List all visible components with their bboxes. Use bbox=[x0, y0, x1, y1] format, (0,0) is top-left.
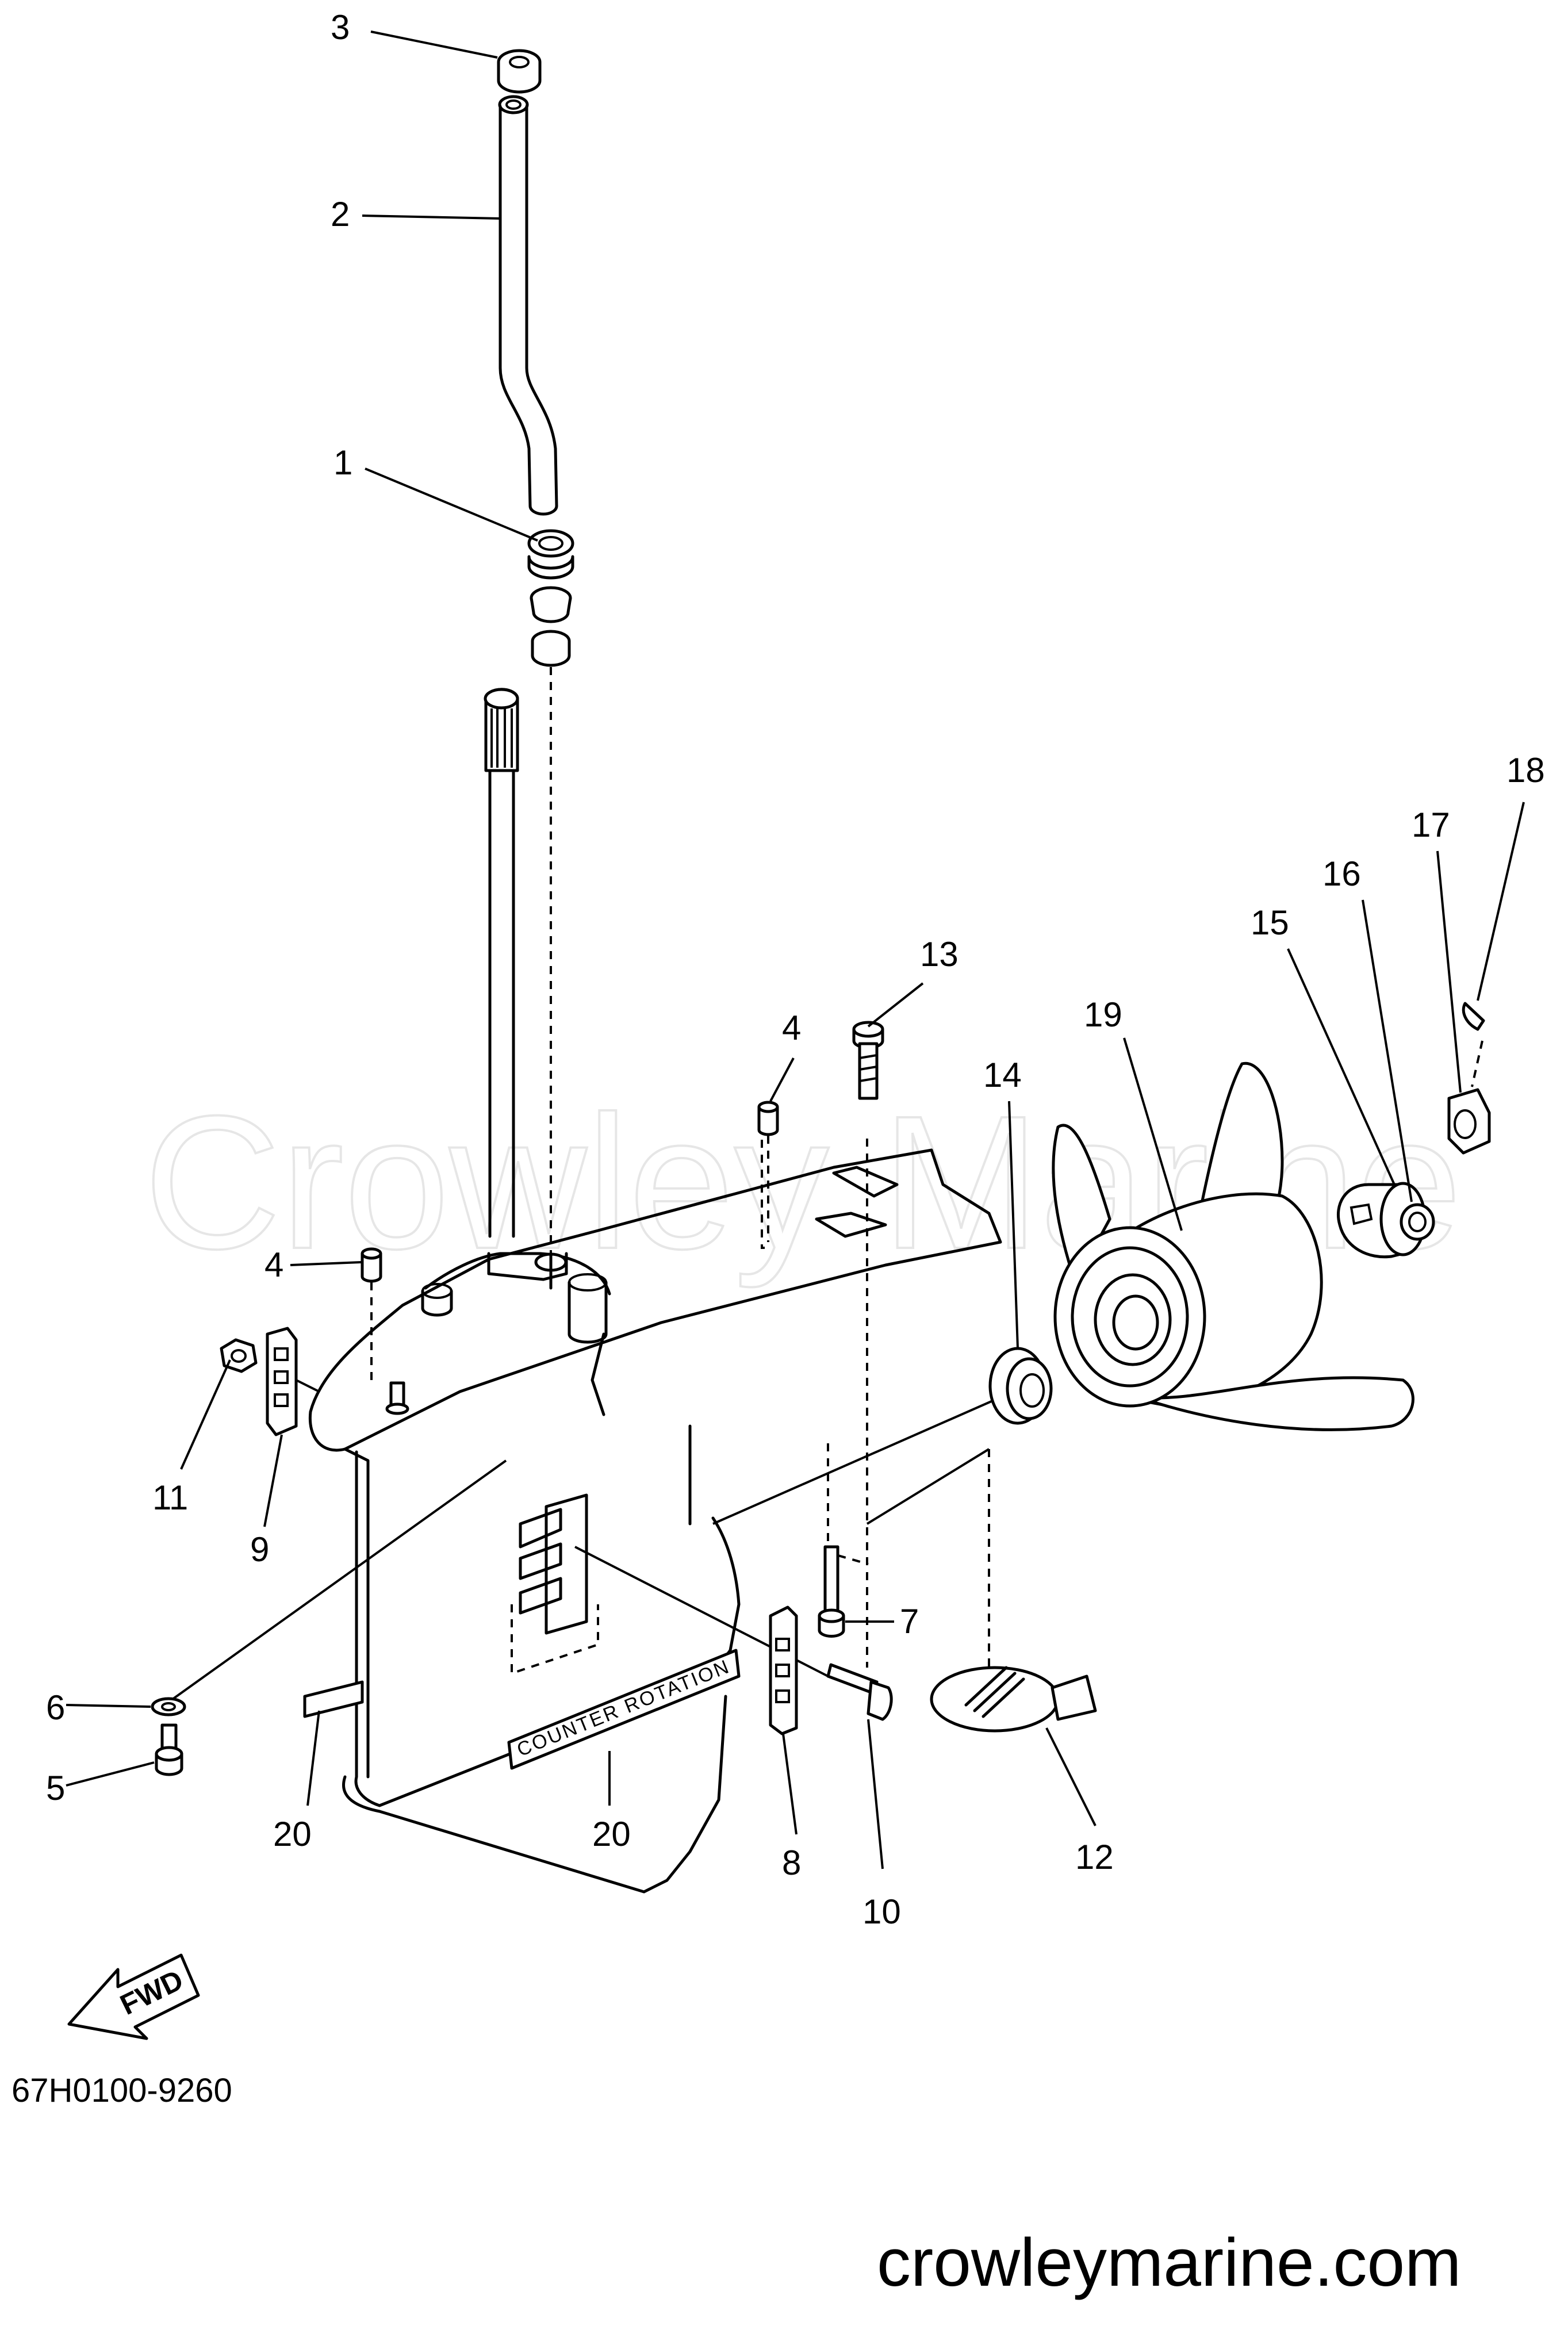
stud-bolt bbox=[385, 1381, 409, 1415]
washer-part-6[interactable] bbox=[151, 1697, 186, 1716]
callout-17: 17 bbox=[1412, 806, 1450, 844]
callout-18: 18 bbox=[1506, 751, 1545, 790]
callout-9: 9 bbox=[250, 1530, 269, 1569]
callout-13: 13 bbox=[920, 935, 959, 974]
trim-tab-part-12[interactable] bbox=[930, 1666, 1097, 1733]
callout-14: 14 bbox=[983, 1056, 1022, 1094]
cotter-pin-part-18[interactable] bbox=[1462, 1002, 1485, 1087]
grommet-part-3[interactable] bbox=[497, 49, 542, 94]
nut-part-11[interactable] bbox=[220, 1338, 258, 1373]
callout-4-right: 4 bbox=[782, 1009, 801, 1047]
screw-part-10[interactable] bbox=[826, 1663, 893, 1721]
dowel-pin-part-4-left[interactable] bbox=[361, 1247, 382, 1380]
anode-part-9[interactable] bbox=[266, 1327, 298, 1436]
water-inlet-grille bbox=[511, 1493, 599, 1675]
callout-8: 8 bbox=[782, 1844, 801, 1882]
callout-20-left: 20 bbox=[273, 1815, 312, 1853]
counter-rotation-decal-part-20[interactable]: COUNTER ROTATION bbox=[507, 1649, 741, 1770]
water-tube-assembly bbox=[497, 49, 574, 667]
propeller-part-19[interactable] bbox=[1052, 1062, 1414, 1431]
diagram-code: 67H0100-9260 bbox=[11, 2072, 232, 2109]
water-tube-part-2[interactable] bbox=[498, 95, 558, 516]
drive-shaft[interactable] bbox=[484, 688, 519, 1238]
decal-text: COUNTER ROTATION bbox=[514, 1656, 734, 1761]
callout-2: 2 bbox=[331, 195, 350, 233]
anode-part-8[interactable] bbox=[769, 1605, 798, 1735]
callout-4-left: 4 bbox=[264, 1246, 283, 1284]
bolt-part-5[interactable] bbox=[155, 1723, 183, 1776]
bolt-part-13[interactable] bbox=[852, 1021, 884, 1100]
callout-5: 5 bbox=[46, 1769, 65, 1807]
callout-10: 10 bbox=[862, 1892, 901, 1931]
decal-part-20-left[interactable] bbox=[303, 1680, 364, 1718]
washer-part-16[interactable] bbox=[1400, 1203, 1435, 1241]
callout-16: 16 bbox=[1322, 854, 1361, 893]
grommet-part-1[interactable] bbox=[527, 529, 574, 667]
forward-arrow-icon: FWD bbox=[67, 1953, 200, 2040]
thrust-washer-part-14[interactable] bbox=[988, 1347, 1053, 1425]
dowel-pin-part-4-right[interactable] bbox=[757, 1101, 779, 1242]
callout-15: 15 bbox=[1251, 903, 1289, 942]
callout-6: 6 bbox=[46, 1688, 65, 1727]
callout-19: 19 bbox=[1084, 995, 1122, 1034]
website-footer[interactable]: crowleymarine.com bbox=[877, 2225, 1461, 2301]
callout-20-right: 20 bbox=[592, 1815, 631, 1853]
callout-3: 3 bbox=[331, 8, 350, 47]
callout-7: 7 bbox=[900, 1602, 919, 1641]
propeller-nut-part-17[interactable] bbox=[1447, 1088, 1491, 1155]
callout-1: 1 bbox=[333, 443, 352, 482]
callout-12: 12 bbox=[1075, 1838, 1114, 1876]
bolt-part-7[interactable] bbox=[818, 1545, 845, 1638]
callout-11: 11 bbox=[152, 1478, 188, 1517]
